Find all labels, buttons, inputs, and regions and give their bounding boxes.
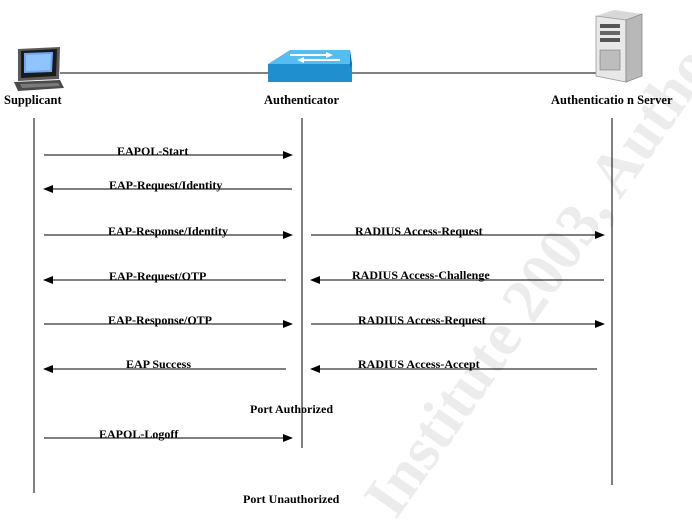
message-eapol-logoff: EAPOL-Logoff (44, 427, 293, 442)
message-label: EAP Success (126, 357, 191, 371)
message-eap-response-otp: EAP-Response/OTP (44, 313, 293, 328)
message-radius-access-request-1: RADIUS Access-Request (311, 224, 605, 239)
message-radius-access-request-2: RADIUS Access-Request (311, 313, 605, 328)
message-radius-access-accept: RADIUS Access-Accept (310, 357, 597, 373)
message-label: EAPOL-Start (117, 144, 188, 158)
message-eap-request-identity: EAP-Request/Identity (43, 178, 292, 193)
message-label: EAP-Request/Identity (109, 178, 222, 192)
message-eap-success: EAP Success (43, 357, 286, 373)
message-eap-response-identity: EAP-Response/Identity (44, 224, 293, 239)
server-icon (595, 10, 643, 83)
server-label: Authenticatio n Server (551, 93, 673, 107)
computer-icon (14, 47, 64, 91)
supplicant-label: Supplicant (4, 93, 63, 107)
message-radius-access-challenge: RADIUS Access-Challenge (310, 268, 604, 284)
port-authorized-label: Port Authorized (250, 402, 333, 416)
port-unauthorized-label: Port Unauthorized (243, 492, 340, 506)
message-label: EAP-Request/OTP (109, 269, 206, 283)
switch-icon (268, 50, 352, 82)
message-label: EAP-Response/OTP (108, 313, 212, 327)
authenticator-label: Authenticator (264, 93, 339, 107)
message-label: EAPOL-Logoff (99, 427, 179, 441)
message-label: RADIUS Access-Accept (358, 357, 480, 371)
message-label: RADIUS Access-Request (358, 313, 486, 327)
message-label: RADIUS Access-Request (355, 224, 483, 238)
message-label: EAP-Response/Identity (108, 224, 228, 238)
message-eapol-start: EAPOL-Start (44, 144, 293, 159)
message-label: RADIUS Access-Challenge (352, 268, 490, 282)
message-eap-request-otp: EAP-Request/OTP (43, 269, 286, 284)
sequence-diagram: Supplicant Authenticator Authenticatio n… (4, 10, 673, 506)
